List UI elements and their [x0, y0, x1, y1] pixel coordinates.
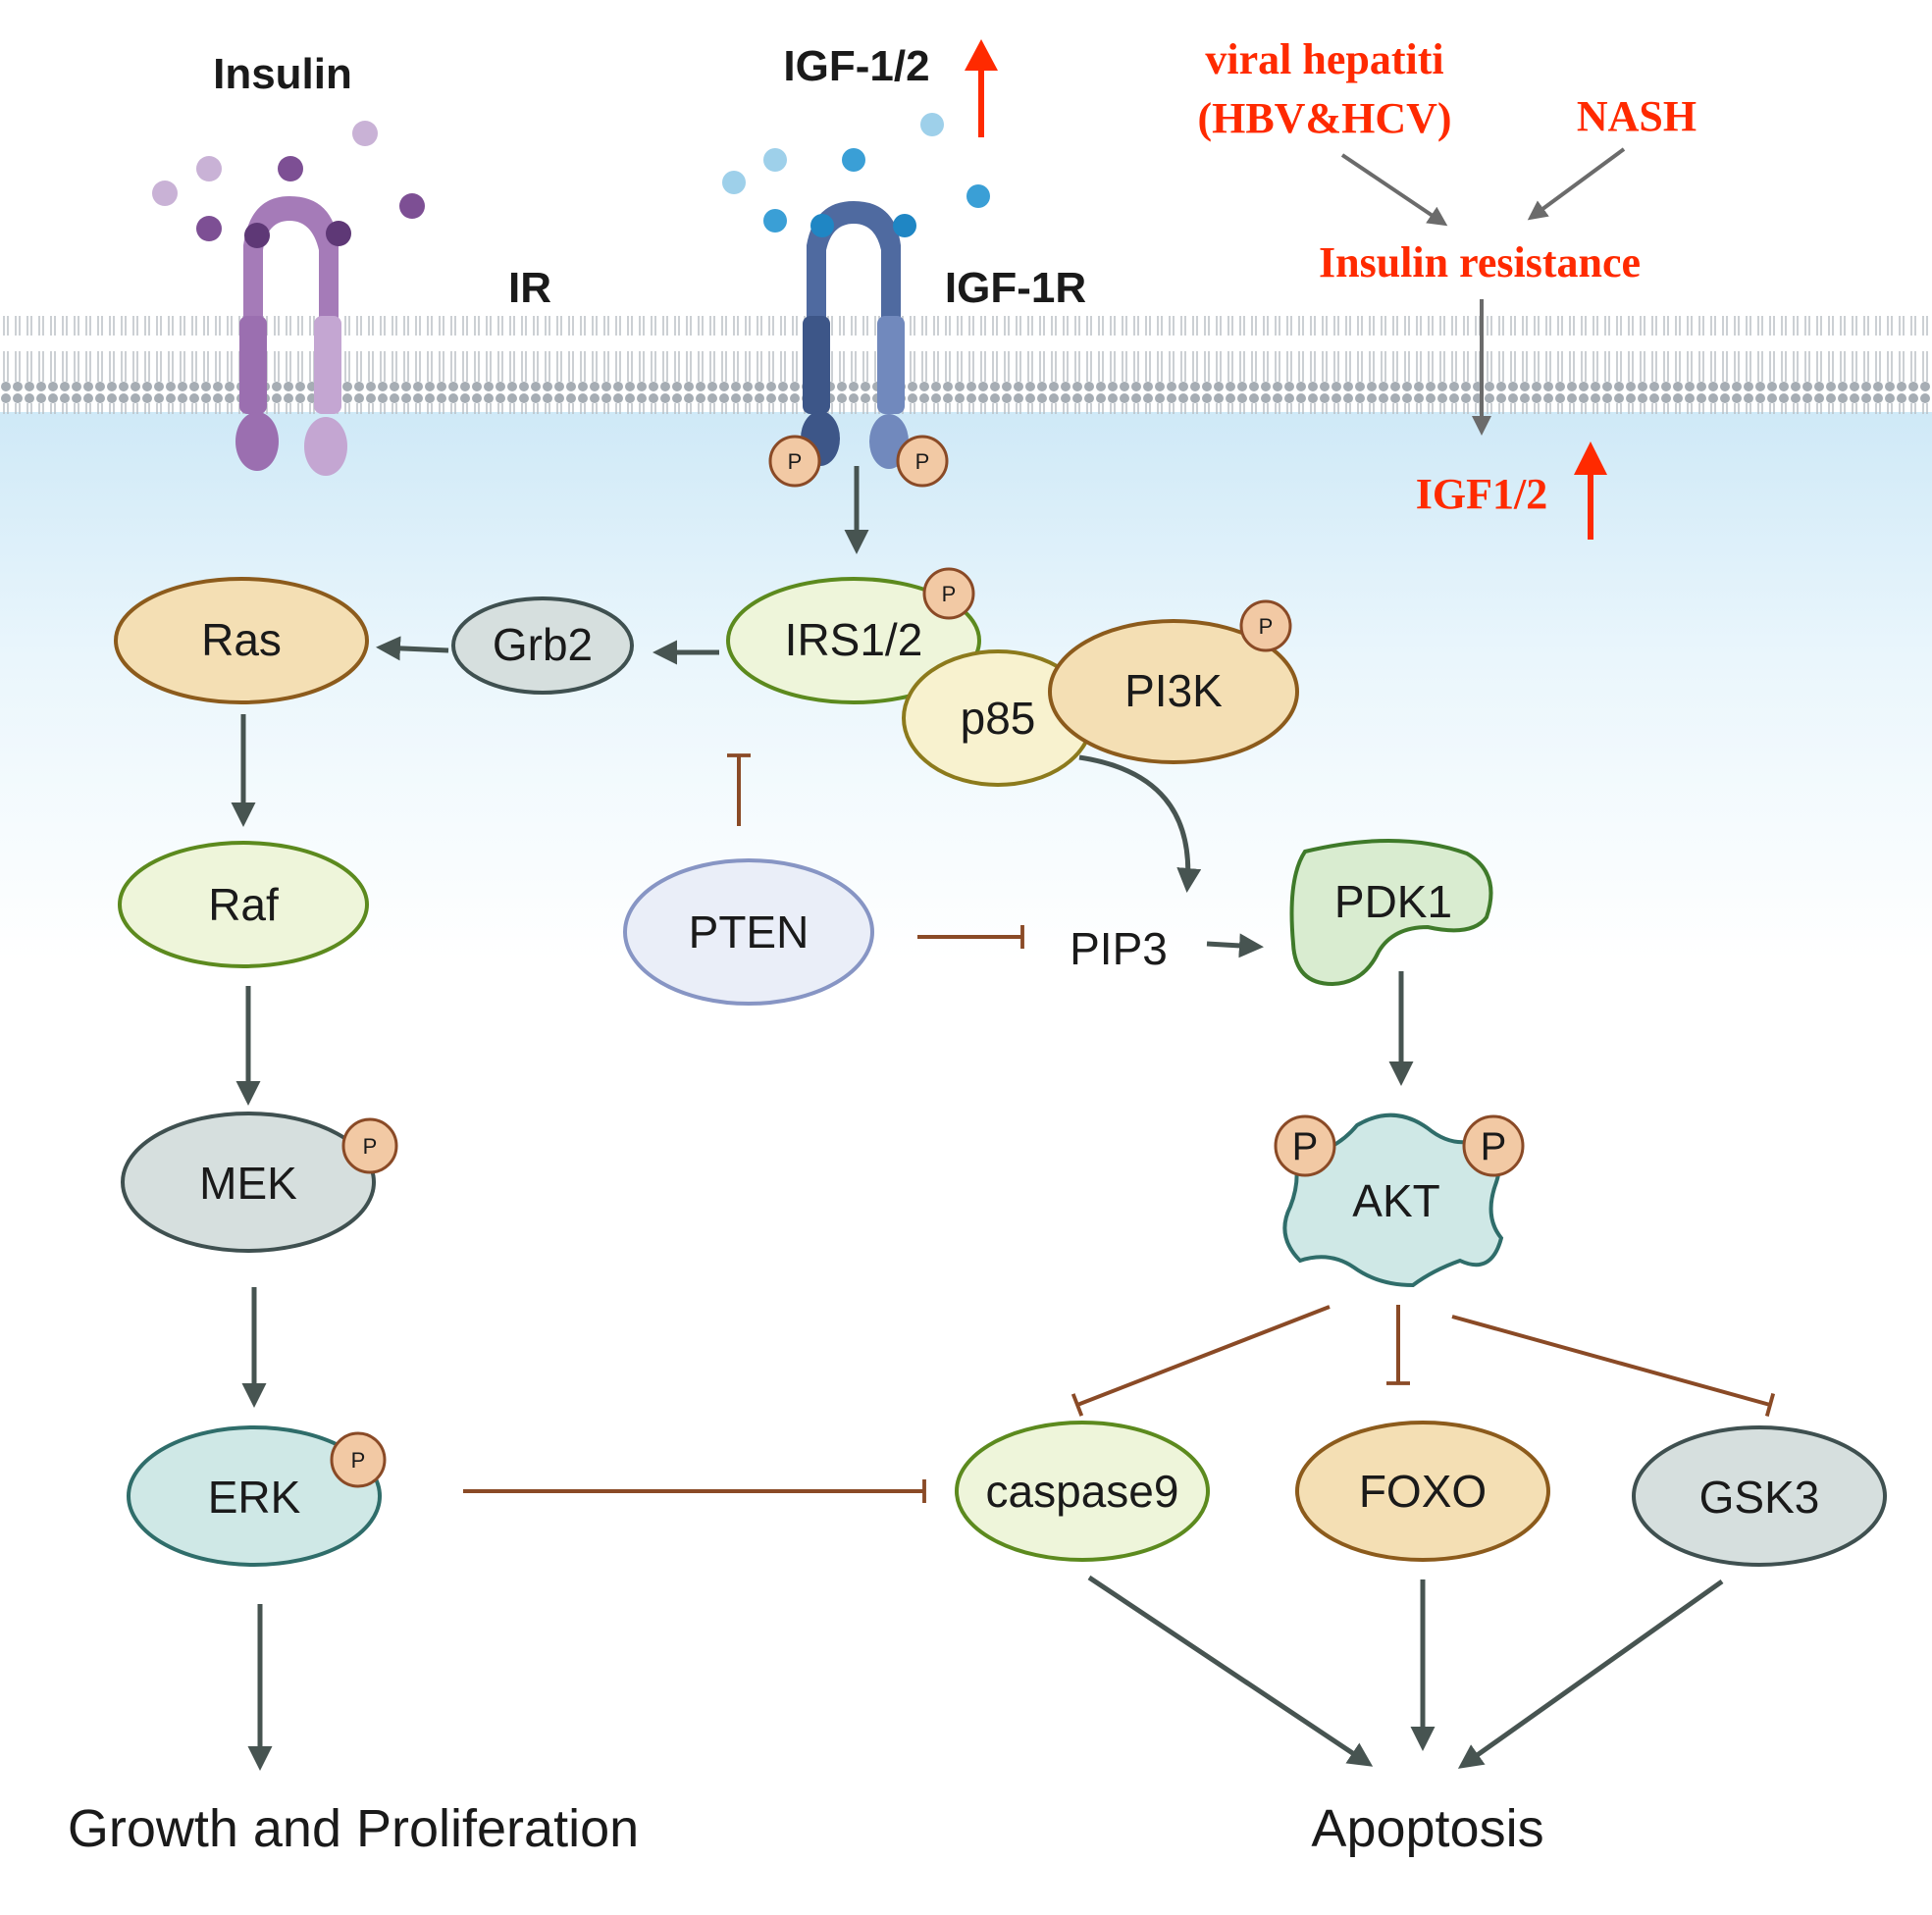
- svg-text:PTEN: PTEN: [689, 906, 809, 958]
- svg-text:caspase9: caspase9: [986, 1466, 1179, 1517]
- pip3-to-pdk1-arrow: [1206, 933, 1264, 958]
- phospho-badge: P: [896, 435, 949, 488]
- igf-ligand-label: IGF-1/2: [783, 42, 929, 90]
- svg-text:P: P: [1292, 1125, 1319, 1168]
- svg-text:FOXO: FOXO: [1359, 1466, 1487, 1517]
- ras-node: Ras: [114, 577, 369, 704]
- apoptosis-label: Apoptosis: [1311, 1799, 1543, 1858]
- nash-to-ir-arrow: [1527, 147, 1626, 221]
- akt-node: AKT: [1282, 1113, 1504, 1288]
- grb2-node: Grb2: [451, 596, 634, 695]
- insulin-label: Insulin: [213, 50, 352, 98]
- svg-text:Grb2: Grb2: [493, 619, 593, 670]
- svg-text:AKT: AKT: [1352, 1175, 1439, 1226]
- hbv-hcv-label: (HBV&HCV): [1197, 94, 1451, 142]
- erk-node: ERK: [127, 1425, 382, 1567]
- gsk3-node: GSK3: [1632, 1425, 1887, 1567]
- phospho-badge: P: [768, 435, 821, 488]
- viral-hepatitis-label: viral hepatiti: [1205, 35, 1443, 83]
- insulin-resistance-label: Insulin resistance: [1319, 238, 1641, 286]
- phospho-badge: P: [1274, 1114, 1336, 1177]
- ir-label: IR: [508, 264, 551, 312]
- mek-node: MEK: [121, 1112, 376, 1253]
- svg-text:P: P: [351, 1448, 366, 1473]
- akt-inhibits-caspase9: [1070, 1305, 1331, 1417]
- akt-inhibits-gsk3: [1451, 1315, 1776, 1418]
- igf-increase-arrow-icon: [965, 39, 998, 137]
- svg-text:Ras: Ras: [201, 614, 282, 665]
- svg-text:P: P: [942, 582, 957, 606]
- svg-text:P: P: [915, 449, 930, 474]
- igf1-2-increase-arrow-icon: [1574, 441, 1607, 540]
- phospho-badge: P: [341, 1117, 398, 1174]
- svg-text:IRS1/2: IRS1/2: [785, 614, 923, 665]
- caspase9-node: caspase9: [955, 1421, 1210, 1562]
- svg-text:Raf: Raf: [208, 879, 279, 930]
- pten-node: PTEN: [623, 858, 874, 1006]
- svg-text:PI3K: PI3K: [1124, 665, 1223, 716]
- caspase9-to-apoptosis-arrow: [1087, 1575, 1374, 1767]
- viral-to-ir-arrow: [1340, 153, 1448, 227]
- grb2-to-ras-arrow: [376, 636, 449, 661]
- gsk3-to-apoptosis-arrow: [1457, 1579, 1724, 1769]
- svg-text:P: P: [788, 449, 803, 474]
- igf-increase-label: IGF1/2: [1416, 470, 1547, 518]
- foxo-node: FOXO: [1295, 1421, 1550, 1562]
- pi3k-node: PI3K: [1048, 619, 1299, 764]
- svg-text:GSK3: GSK3: [1699, 1472, 1820, 1523]
- phospho-badge: P: [1462, 1114, 1525, 1177]
- phospho-badge: P: [330, 1431, 387, 1488]
- pdk1-node: PDK1: [1289, 839, 1493, 987]
- svg-text:P: P: [363, 1134, 378, 1159]
- nash-label: NASH: [1577, 92, 1697, 140]
- svg-text:p85: p85: [961, 693, 1036, 744]
- svg-text:PDK1: PDK1: [1334, 876, 1452, 927]
- svg-text:P: P: [1259, 614, 1274, 639]
- pi3k-to-pip3-arrow: [1078, 754, 1202, 893]
- pip3-label: PIP3: [1070, 923, 1168, 974]
- phospho-badge: P: [1239, 599, 1292, 652]
- p85-node: p85: [902, 649, 1094, 787]
- svg-text:P: P: [1481, 1125, 1507, 1168]
- igf-molecules: [722, 113, 990, 237]
- phospho-badge: P: [922, 567, 975, 620]
- cell-membrane: [0, 316, 1932, 414]
- growth-proliferation-label: Growth and Proliferation: [68, 1799, 639, 1858]
- insulin-molecules: [152, 121, 425, 248]
- irs-node: IRS1/2: [726, 577, 981, 704]
- svg-text:MEK: MEK: [199, 1158, 297, 1209]
- raf-node: Raf: [118, 841, 369, 968]
- svg-text:ERK: ERK: [208, 1472, 301, 1523]
- igf1r-label: IGF-1R: [945, 264, 1086, 312]
